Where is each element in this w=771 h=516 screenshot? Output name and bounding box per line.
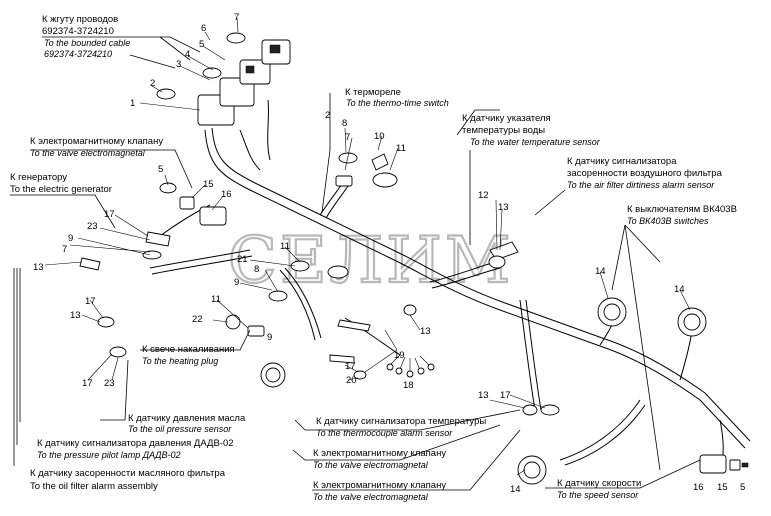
callout-number: 17 — [85, 296, 96, 307]
callout-number: 16 — [693, 482, 704, 493]
callout-number: 9 — [234, 277, 239, 288]
callout-number: 23 — [104, 378, 115, 389]
label-oil-pressure-ru: К датчику давления масла — [128, 413, 246, 424]
thermo-switch-components — [335, 152, 398, 188]
label-thermocouple-en: To the thermocouple alarm sensor — [316, 428, 453, 438]
label-thermocouple-ru: К датчику сигнализатора температуры — [316, 416, 486, 427]
callout-number: 11 — [396, 143, 406, 154]
label-switches-ru: К выключателям ВК403В — [627, 204, 737, 215]
water-temp-sensor — [488, 241, 519, 269]
callout-number: 5 — [199, 39, 204, 50]
label-glow-plug-ru: К свече накаливания — [142, 344, 235, 355]
switch-sensors-14 — [517, 297, 707, 485]
label-thermorelay-ru: К термореле — [345, 87, 401, 98]
label-harness-ru: К жгуту проводов — [42, 14, 118, 25]
label-air-filter-en: To the air filter dirtiness alarm sensor — [567, 180, 715, 190]
callout-number: 14 — [595, 266, 606, 277]
callout-number: 12 — [478, 190, 489, 201]
callout-number: 14 — [510, 484, 521, 495]
label-generator-en: To the electric generator — [10, 184, 112, 195]
label-harness-num-1: 692374-3724210 — [42, 26, 114, 37]
label-air-filter-ru-1: К датчику сигнализатора — [567, 156, 677, 167]
label-pilot-lamp-ru: К датчику сигнализатора давления ДАДВ-02 — [37, 438, 234, 449]
label-valve1-ru: К электромагнитному клапану — [30, 136, 163, 147]
label-water-temp-ru-1: К датчику указателя — [462, 113, 551, 124]
label-oil-filter-ru: К датчику засоренности масляного фильтра — [30, 468, 226, 479]
callout-number: 17 — [345, 361, 356, 372]
callout-number: 8 — [254, 264, 259, 275]
callout-number: 15 — [203, 179, 214, 190]
label-harness-num-2: 692374-3724210 — [44, 49, 112, 59]
label-air-filter-ru-2: засоренности воздушного фильтра — [567, 168, 723, 179]
label-oil-filter-en: To the oil filter alarm assembly — [30, 481, 158, 492]
callout-number: 20 — [346, 375, 357, 386]
label-valve3-ru: К электромагнитному клапану — [313, 480, 446, 491]
label-valve3-en: To the valve electromagnetal — [313, 492, 429, 502]
label-speed-en: To the speed sensor — [557, 490, 639, 500]
callout-number: 23 — [87, 221, 98, 232]
callout-number: 13 — [33, 262, 44, 273]
connector-block-top — [197, 39, 291, 126]
label-generator-ru: К генератору — [10, 172, 67, 183]
callout-number: 7 — [345, 132, 350, 143]
label-valve2-en: To the valve electromagnetal — [313, 460, 429, 470]
watermark: СЕЛИМ — [228, 224, 513, 298]
label-speed-ru: К датчику скорости — [557, 478, 641, 489]
callout-numbers: 7 6 5 4 3 2 1 2 8 7 10 11 5 15 16 12 13 … — [33, 12, 745, 495]
callout-number: 9 — [68, 233, 73, 244]
callout-number: 17 — [82, 378, 93, 389]
callout-number: 1 — [130, 98, 135, 109]
plug-group-18 — [386, 354, 435, 378]
callout-number: 19 — [394, 350, 405, 361]
callout-number: 21 — [237, 254, 248, 265]
label-glow-plug-en: To the heating plug — [142, 356, 218, 366]
callout-number: 2 — [150, 78, 155, 89]
callout-number: 11 — [211, 294, 221, 305]
callout-number: 7 — [62, 244, 67, 255]
callout-number: 9 — [267, 332, 272, 343]
callout-number: 15 — [717, 482, 728, 493]
callout-number: 10 — [374, 131, 385, 142]
callout-number: 17 — [104, 209, 115, 220]
text-labels: К жгуту проводов 692374-3724210 To the b… — [10, 14, 737, 502]
callout-number: 5 — [740, 482, 745, 493]
label-thermorelay-en: To the thermo-time switch — [346, 98, 449, 108]
callout-number: 16 — [221, 189, 232, 200]
left-lower-sensors — [97, 304, 417, 380]
callout-number: 4 — [185, 49, 190, 60]
label-water-temp-ru-2: температуры воды — [462, 125, 545, 136]
label-switches-en: To ВК403В switches — [627, 216, 709, 226]
generator-connectors — [79, 231, 171, 271]
callout-number: 14 — [674, 284, 685, 295]
callout-number: 13 — [478, 390, 489, 401]
mid-components — [225, 260, 371, 388]
callout-number: 2 — [325, 110, 330, 121]
callout-number: 13 — [498, 202, 509, 213]
callout-number: 11 — [280, 241, 290, 252]
label-pilot-lamp-en: To the pressure pilot lamp ДАДВ-02 — [37, 450, 181, 460]
callout-number: 13 — [70, 310, 81, 321]
valve-connectors-left — [159, 182, 227, 226]
callout-number: 13 — [420, 326, 431, 337]
callout-number: 6 — [201, 23, 206, 34]
label-oil-pressure-en: To the oil pressure sensor — [128, 424, 232, 434]
label-harness-en: To the bounded cable — [44, 38, 130, 48]
lower-right-connectors — [522, 404, 749, 474]
leader-lines — [10, 17, 701, 491]
label-valve2-ru: К электромагнитному клапану — [313, 448, 446, 459]
callout-number: 17 — [500, 390, 511, 401]
callout-number: 5 — [158, 164, 163, 175]
callout-number: 3 — [176, 59, 181, 70]
callout-number: 7 — [234, 12, 239, 23]
callout-number: 18 — [403, 380, 414, 391]
callout-number: 22 — [192, 314, 203, 325]
label-valve1-en: To the valve electromagnetal — [30, 148, 146, 158]
label-water-temp-en: To the water temperature sensor — [470, 137, 601, 147]
callout-number: 8 — [342, 118, 347, 129]
